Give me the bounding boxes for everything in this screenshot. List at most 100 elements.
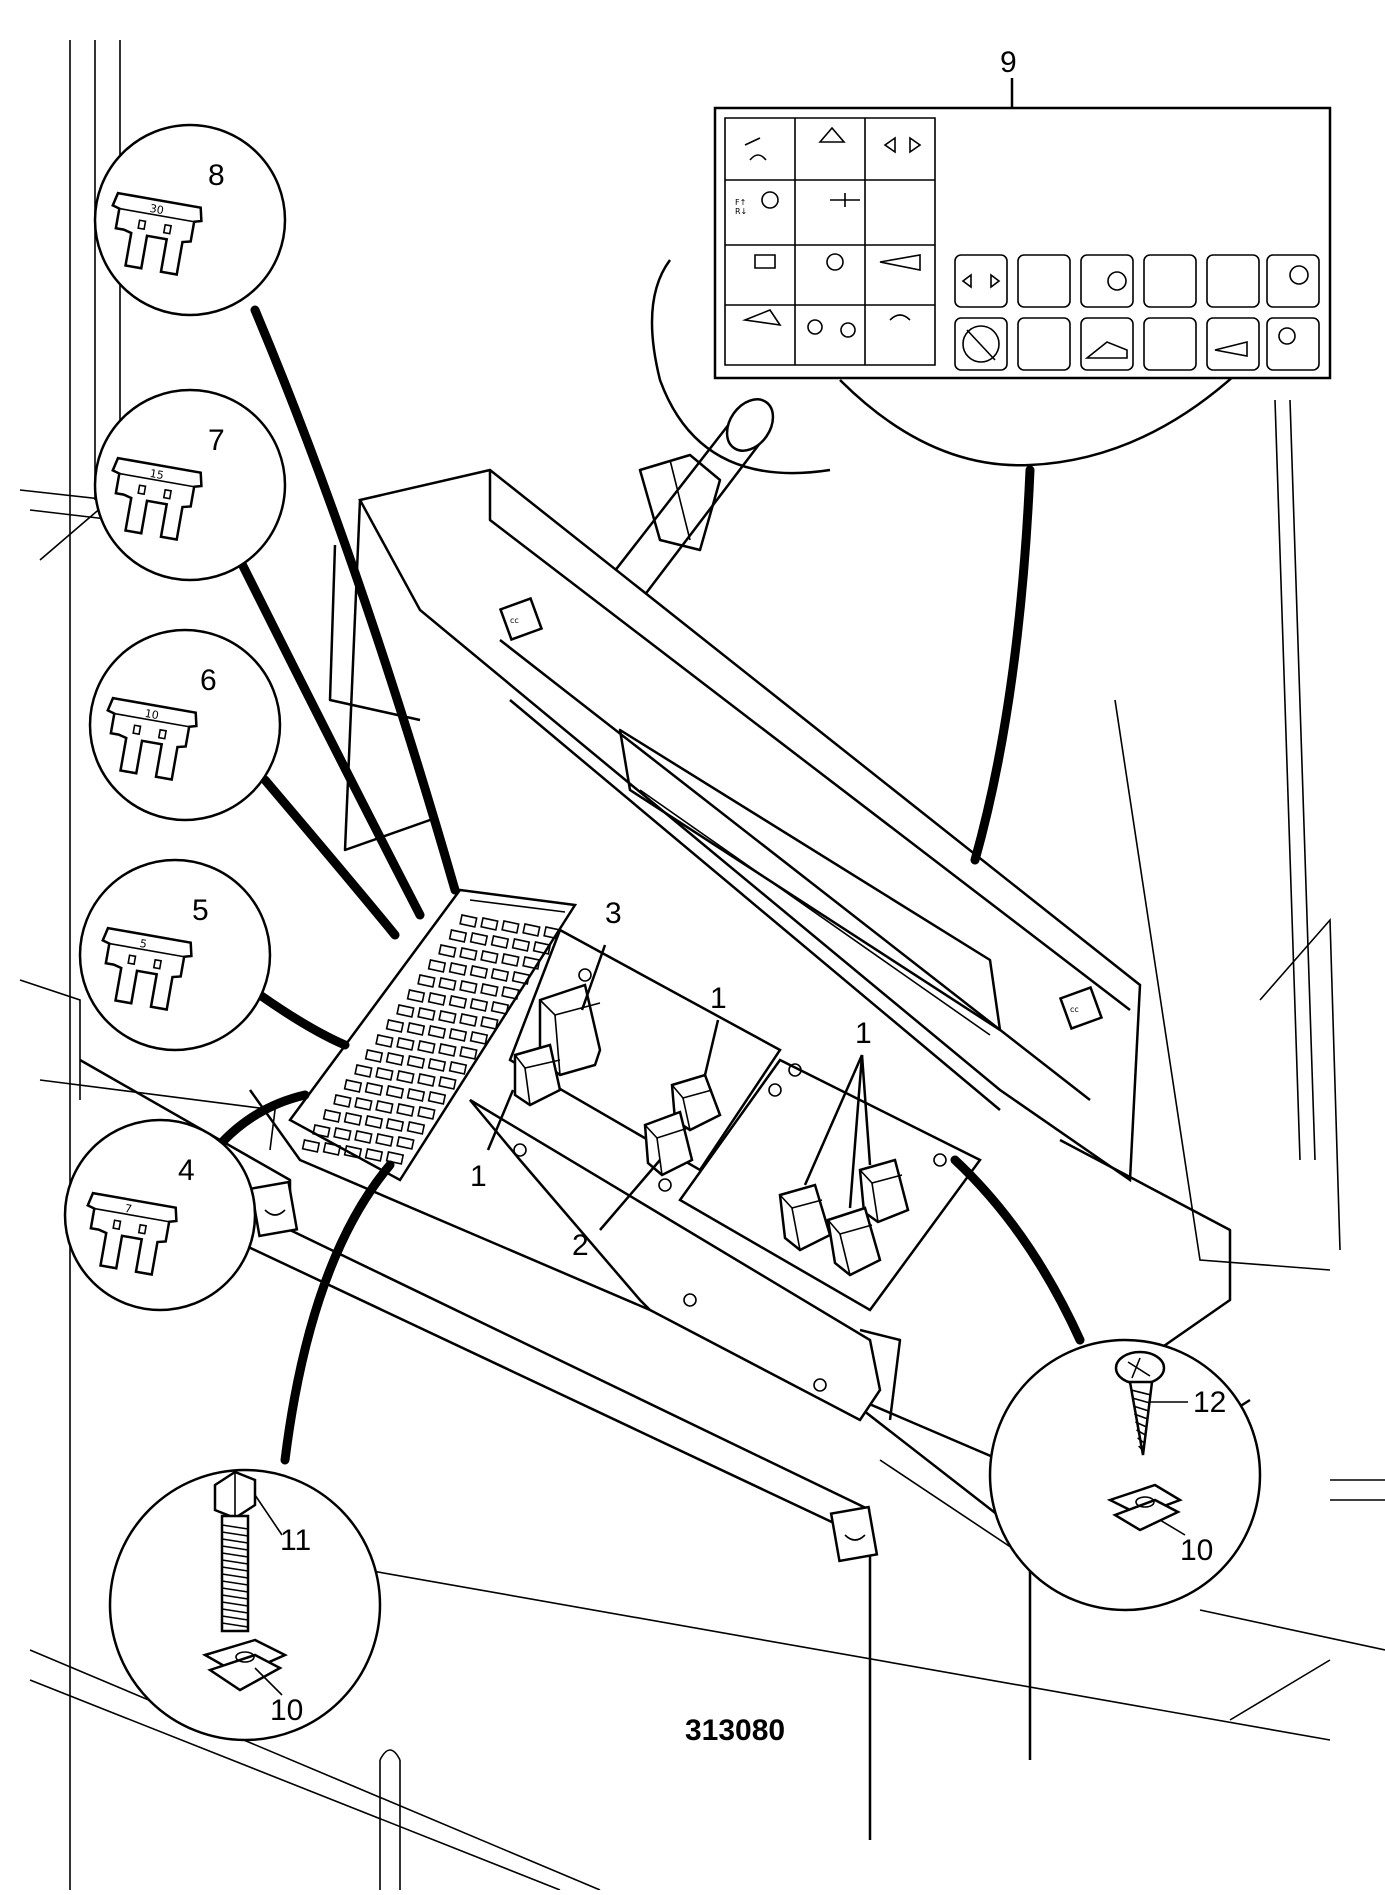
fuse-slot — [354, 1097, 373, 1111]
switch-icon — [1143, 317, 1197, 371]
fuse-slot — [427, 1025, 447, 1039]
steering-column — [529, 398, 775, 701]
fuse-slot — [448, 1061, 468, 1075]
fuse-slot — [375, 1100, 394, 1114]
fuse-slot — [312, 1124, 331, 1138]
fuse-slot — [396, 1070, 415, 1084]
callout-labels: 9 8 7 6 5 4 3 1 1 1 2 11 10 12 10 313080 — [178, 46, 1226, 1747]
label-lower-row-mark-f: F↑ — [735, 198, 746, 207]
fuse-slot — [396, 1004, 415, 1018]
fuse-slot — [501, 986, 520, 1000]
switch-icon — [1080, 317, 1134, 371]
fuse-slot — [438, 1010, 457, 1024]
switch-label-panel: F↑ R↓ — [713, 106, 1332, 380]
relays — [513, 983, 910, 1277]
callout-10-left: 10 — [270, 1694, 303, 1727]
fuse-slot — [396, 1103, 415, 1117]
fuse-slot — [511, 938, 531, 952]
fuse-rating-text: 5 — [139, 937, 148, 951]
fuse-slot — [459, 1046, 478, 1060]
fuse-slot — [427, 959, 447, 973]
screw-icon — [1114, 1350, 1166, 1456]
fuse-rating-text: 15 — [149, 467, 165, 482]
blade-fuse-icon: 30 — [111, 191, 203, 276]
fuse-slot — [427, 1058, 447, 1072]
fuse-slot — [375, 1067, 394, 1081]
fuse-slot — [469, 998, 489, 1012]
bolt-icon — [213, 1470, 257, 1633]
clip-nut-icon-right — [1106, 1483, 1183, 1532]
fuse-slot — [469, 932, 489, 946]
fuse-slot — [427, 992, 447, 1006]
callout-5: 5 — [192, 894, 209, 927]
switch-icon — [1017, 254, 1071, 308]
fuse-slot — [417, 1040, 436, 1054]
fuse-slot — [364, 1148, 384, 1162]
fuse-slot — [406, 1022, 426, 1036]
callout-12: 12 — [1193, 1386, 1226, 1419]
fuse-slot — [301, 1139, 321, 1153]
callout-6: 6 — [200, 664, 217, 697]
fuse-slot — [322, 1109, 342, 1123]
relay-2-box — [643, 1110, 694, 1177]
fuse-slot — [385, 1019, 405, 1033]
fuse-slot — [396, 1037, 415, 1051]
blade-fuse-icon: 15 — [111, 456, 203, 541]
fuse-slot — [343, 1079, 363, 1093]
fuse-slot — [459, 1013, 478, 1027]
fuse-slot — [532, 941, 552, 955]
callout-1-middle: 1 — [710, 982, 727, 1015]
switch-icon — [1206, 317, 1260, 371]
switch-icon — [1266, 254, 1320, 308]
relay-1-right-c-box — [826, 1206, 882, 1277]
switch-icon — [1080, 254, 1134, 308]
fuse-slot — [322, 1142, 342, 1156]
fuse-slot — [438, 1076, 457, 1090]
fuse-slot — [459, 980, 478, 994]
fuse-slot — [406, 989, 426, 1003]
callout-3: 3 — [605, 897, 622, 930]
fuse-slot — [438, 977, 457, 991]
callout-1-right: 1 — [855, 1017, 872, 1050]
cab-outline — [19, 40, 1385, 1891]
callout-10-right: 10 — [1180, 1534, 1213, 1567]
label-lower-row-mark-r: R↓ — [735, 207, 747, 216]
cover-panel: cc cc — [328, 468, 1142, 1183]
blade-fuse-icon: 10 — [106, 696, 198, 781]
fuse-slot — [490, 935, 510, 949]
callout-7: 7 — [208, 424, 225, 457]
fuse-slot — [459, 947, 478, 961]
fuse-slot — [448, 995, 468, 1009]
fuse-slot — [448, 929, 468, 943]
fuse-slot — [385, 1118, 405, 1132]
blade-fuse-icon: 5 — [101, 926, 193, 1011]
fuse-slot — [417, 1007, 436, 1021]
callout-2: 2 — [572, 1229, 589, 1262]
relay-1-right-a-box — [778, 1183, 832, 1252]
svg-text:cc: cc — [510, 616, 519, 625]
fuse-slot — [459, 914, 478, 928]
fuse-slot — [417, 1073, 436, 1087]
fuse-rating-text: 10 — [144, 707, 160, 722]
fuse-slot — [522, 956, 541, 970]
callout-8: 8 — [208, 159, 225, 192]
leader-lines — [195, 305, 1085, 1465]
fuse-slot — [343, 1145, 363, 1159]
fuse-slot — [438, 1043, 457, 1057]
fuse-slot — [490, 1001, 510, 1015]
fuse-slot — [364, 1049, 384, 1063]
callout-11: 11 — [280, 1524, 311, 1557]
fuse-slot — [375, 1133, 394, 1147]
fuse-rating-text: 7 — [124, 1202, 133, 1216]
fuse-slot — [375, 1034, 394, 1048]
fuse-slot — [417, 974, 436, 988]
fuse-slot — [480, 983, 499, 997]
fuse-slot — [501, 953, 520, 967]
blade-fuse-icon: 7 — [86, 1191, 178, 1276]
fuse-slot — [448, 962, 468, 976]
fuse-slot — [448, 1028, 468, 1042]
switch-icon — [954, 254, 1008, 308]
fuse-slot — [406, 1055, 426, 1069]
fuse-slot — [480, 1016, 499, 1030]
fuse-board — [288, 888, 578, 1182]
